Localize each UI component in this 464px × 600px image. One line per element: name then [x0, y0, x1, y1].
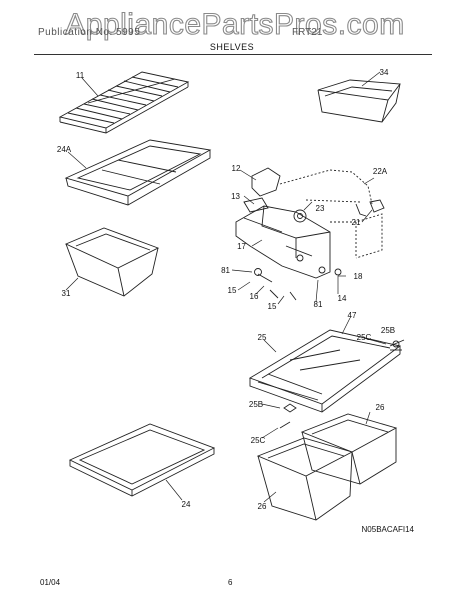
glass-shelf-24: [68, 423, 216, 497]
part-labels: 11 34 24A 12 22A 13 23 21 17 31 81 18 15…: [57, 68, 415, 534]
part-label-15b: 15: [268, 302, 277, 311]
watermark: AppliancePartsPros.com: [20, 6, 450, 42]
part-label-18: 18: [354, 272, 363, 281]
part-label-81a: 81: [221, 266, 230, 275]
dashed-box: [330, 213, 383, 259]
part-label-26-left: 26: [258, 502, 267, 511]
screws-25b: [279, 340, 402, 429]
crisper-drawer-26-left: [256, 437, 354, 521]
part-label-25c-bottom: 25C: [251, 436, 266, 445]
part-label-12: 12: [232, 164, 241, 173]
part-label-31: 31: [62, 289, 71, 298]
part-label-16: 16: [250, 292, 259, 301]
leader-lines: [65, 71, 387, 503]
part-label-25: 25: [258, 333, 267, 342]
page-number: 6: [228, 578, 233, 587]
part-label-11: 11: [76, 71, 85, 80]
part-label-26-right: 26: [376, 403, 385, 412]
part-label-21: 21: [352, 218, 361, 227]
pan-34: [317, 79, 401, 123]
footer-date: 01/04: [40, 578, 61, 587]
control-housing: [235, 167, 342, 301]
part-label-24a: 24A: [57, 145, 72, 154]
part-label-22a: 22A: [373, 167, 388, 176]
crisper-cover-25: [248, 329, 405, 413]
part-label-25b-bottom: 25B: [249, 400, 263, 409]
part-label-15a: 15: [228, 286, 237, 295]
part-label-25c-top: 25C: [357, 333, 372, 342]
part-label-17: 17: [237, 242, 246, 251]
drawing-code: N05BACAFI14: [362, 525, 415, 534]
page-title: SHELVES: [209, 42, 255, 52]
wire-shelf-11: [58, 71, 190, 134]
wire-harness-22a: [279, 169, 373, 205]
publication-number: Publication No. 5995: [38, 27, 141, 38]
header-rule: [34, 54, 432, 55]
glass-shelf-24a: [64, 139, 212, 206]
crisper-drawer-26-right: [300, 413, 398, 485]
part-label-81b: 81: [314, 300, 323, 309]
part-label-24: 24: [182, 500, 191, 509]
part-label-47: 47: [348, 311, 357, 320]
part-label-14: 14: [338, 294, 347, 303]
drawer-31: [64, 227, 160, 297]
bulb-socket-21: [355, 199, 385, 217]
model-number: FRT21: [292, 27, 323, 38]
part-label-25b-top: 25B: [381, 326, 395, 335]
part-label-23: 23: [316, 204, 325, 213]
part-label-34: 34: [380, 68, 389, 77]
watermark-text: AppliancePartsPros.com: [65, 8, 404, 41]
part-label-13: 13: [231, 192, 240, 201]
